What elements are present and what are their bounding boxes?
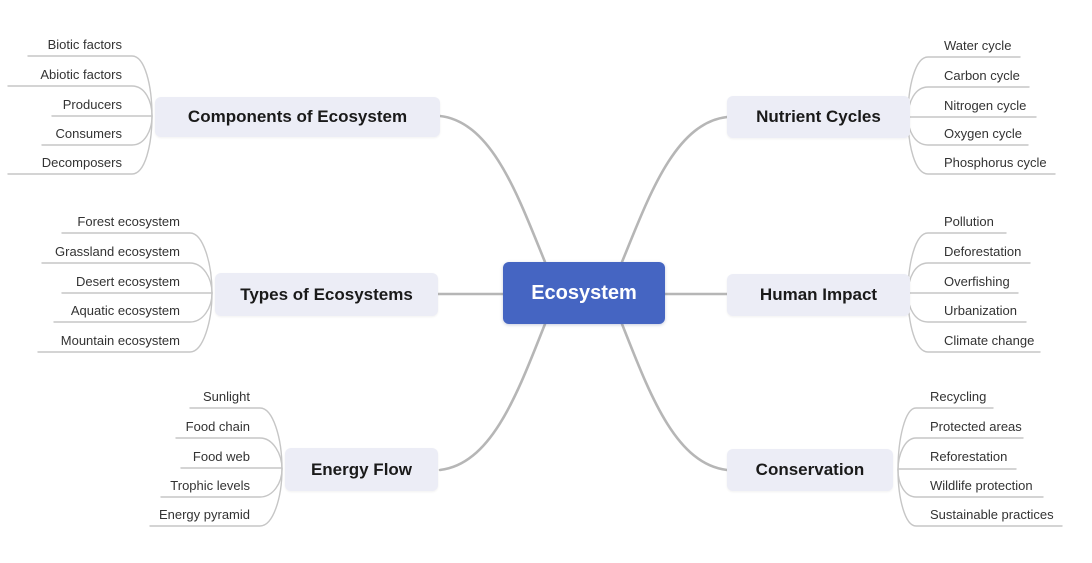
root-topic-ecosystem[interactable]: Ecosystem	[503, 262, 665, 324]
subtopic-deforestation[interactable]: Deforestation	[944, 244, 1022, 259]
leaf-line-energy-0	[189, 407, 283, 470]
subtopic-water-cycle[interactable]: Water cycle	[944, 38, 1012, 53]
leaf-line-components-4	[7, 115, 153, 175]
subtopic-trophic-levels[interactable]: Trophic levels	[170, 478, 250, 493]
main-topic-types-of-ecosystems[interactable]: Types of Ecosystems	[215, 273, 438, 316]
subtopic-consumers[interactable]: Consumers	[55, 126, 122, 141]
main-topic-energy-flow[interactable]: Energy Flow	[285, 448, 438, 491]
subtopic-food-chain[interactable]: Food chain	[185, 419, 250, 434]
subtopic-abiotic-factors[interactable]: Abiotic factors	[40, 67, 122, 82]
leaf-line-components-0	[27, 55, 153, 117]
leaf-line-types-0	[61, 232, 213, 294]
leaf-line-types-4	[37, 292, 213, 353]
leaf-line-conservation-1	[897, 437, 1024, 471]
subtopic-decomposers[interactable]: Decomposers	[41, 155, 122, 170]
subtopic-energy-pyramid[interactable]: Energy pyramid	[158, 507, 250, 522]
subtopic-carbon-cycle[interactable]: Carbon cycle	[944, 68, 1020, 83]
leaf-line-types-1	[41, 262, 213, 294]
leaf-line-energy-4	[149, 468, 283, 527]
main-topic-nutrient-cycles[interactable]: Nutrient Cycles	[727, 96, 910, 138]
branch-connector-nutrient-cycles	[620, 115, 729, 264]
main-topic-human-impact[interactable]: Human Impact	[727, 274, 910, 316]
subtopic-climate-change[interactable]: Climate change	[944, 333, 1035, 348]
subtopic-biotic-factors[interactable]: Biotic factors	[47, 37, 122, 52]
leaf-line-conservation-4	[897, 469, 1063, 527]
subtopic-producers[interactable]: Producers	[62, 97, 122, 112]
subtopic-sunlight[interactable]: Sunlight	[203, 389, 250, 404]
subtopic-pollution[interactable]: Pollution	[944, 214, 994, 229]
leaf-line-components-1	[7, 85, 153, 117]
subtopic-aquatic-ecosystem[interactable]: Aquatic ecosystem	[70, 303, 180, 318]
main-topic-components-of-ecosystem[interactable]: Components of Ecosystem	[155, 97, 440, 137]
subtopic-mountain-ecosystem[interactable]: Mountain ecosystem	[60, 333, 180, 348]
subtopic-sustainable-practices[interactable]: Sustainable practices	[930, 507, 1054, 522]
subtopic-wildlife-protection[interactable]: Wildlife protection	[930, 478, 1033, 493]
subtopic-overfishing[interactable]: Overfishing	[944, 274, 1010, 289]
subtopic-reforestation[interactable]: Reforestation	[930, 449, 1008, 464]
subtopic-nitrogen-cycle[interactable]: Nitrogen cycle	[944, 98, 1027, 113]
subtopic-food-web[interactable]: Food web	[192, 449, 250, 464]
branch-connector-conservation	[620, 322, 729, 472]
subtopic-forest-ecosystem[interactable]: Forest ecosystem	[77, 214, 180, 229]
branch-connector-energy-flow	[438, 322, 547, 472]
leaf-line-energy-1	[175, 437, 283, 470]
subtopic-recycling[interactable]: Recycling	[930, 389, 987, 404]
subtopic-grassland-ecosystem[interactable]: Grassland ecosystem	[55, 244, 180, 259]
subtopic-urbanization[interactable]: Urbanization	[944, 303, 1017, 318]
subtopic-oxygen-cycle[interactable]: Oxygen cycle	[944, 126, 1023, 141]
subtopic-phosphorus-cycle[interactable]: Phosphorus cycle	[944, 155, 1047, 170]
subtopic-protected-areas[interactable]: Protected areas	[930, 419, 1022, 434]
subtopic-desert-ecosystem[interactable]: Desert ecosystem	[75, 274, 180, 289]
branch-connector-components	[438, 114, 547, 264]
main-topic-conservation[interactable]: Conservation	[727, 449, 893, 491]
